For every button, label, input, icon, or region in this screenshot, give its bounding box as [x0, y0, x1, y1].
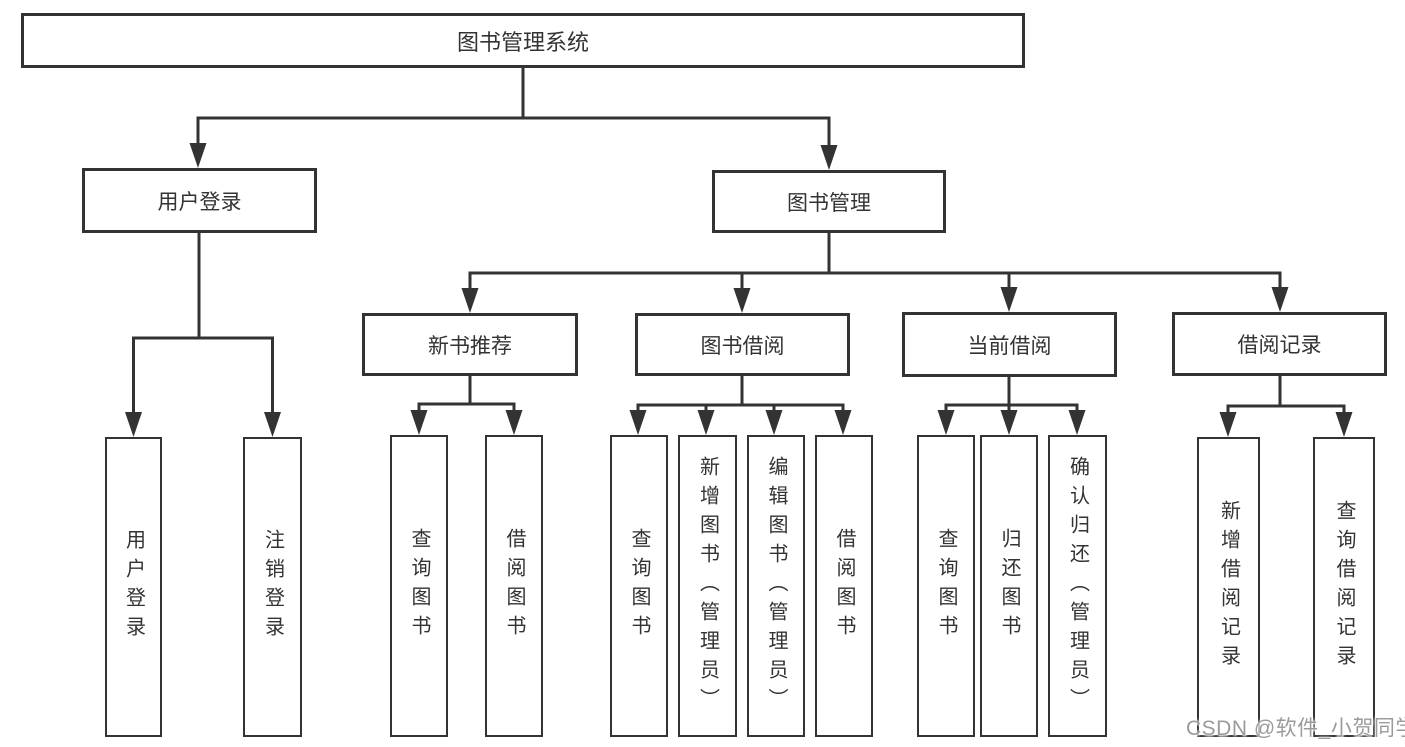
node-user-login: 用户登录: [82, 168, 317, 233]
node-label: 借阅记录: [1237, 334, 1322, 357]
node-label: 图书管理: [787, 191, 871, 215]
leaf-add-borrow-record: 新增借阅记录: [1197, 437, 1260, 737]
leaf-confirm-return-admin: 确认归还（管理员）: [1048, 435, 1107, 737]
node-label: 编辑图书（管理员）: [765, 455, 787, 717]
node-library-management-system: 图书管理系统: [21, 13, 1025, 68]
node-new-book-recommendation: 新书推荐: [362, 313, 578, 376]
node-label: 借阅图书: [503, 528, 525, 644]
node-borrowing-records: 借阅记录: [1172, 312, 1387, 376]
node-label: 新书推荐: [428, 334, 512, 358]
node-label: 注销登录: [261, 529, 284, 645]
node-label: 借阅图书: [833, 528, 855, 644]
node-book-borrowing: 图书借阅: [635, 313, 850, 376]
node-label: 新增借阅记录: [1217, 500, 1240, 674]
leaf-edit-books-admin: 编辑图书（管理员）: [747, 435, 805, 737]
watermark: CSDN @软件_小贺同学: [1186, 717, 1405, 740]
leaf-query-books-recommend: 查询图书: [390, 435, 448, 737]
node-label: 查询图书: [408, 528, 430, 644]
node-label: 归还图书: [998, 528, 1020, 644]
leaf-query-books-current: 查询图书: [917, 435, 975, 737]
leaf-query-borrow-record: 查询借阅记录: [1313, 437, 1375, 737]
leaf-query-books-borrowing: 查询图书: [610, 435, 668, 737]
node-label: 图书管理系统: [456, 29, 589, 55]
node-label: 查询借阅记录: [1333, 500, 1355, 674]
node-label: 查询图书: [935, 528, 957, 644]
leaf-borrow-books: 借阅图书: [815, 435, 873, 737]
node-label: 新增图书（管理员）: [696, 455, 719, 717]
leaf-borrow-books-recommend: 借阅图书: [485, 435, 543, 737]
leaf-add-books-admin: 新增图书（管理员）: [678, 435, 737, 737]
node-book-management: 图书管理: [712, 170, 946, 233]
node-label: 当前借阅: [967, 334, 1052, 358]
node-label: 用户登录: [122, 529, 145, 645]
leaf-logout: 注销登录: [243, 437, 302, 737]
node-label: 查询图书: [628, 528, 650, 644]
node-label: 确认归还（管理员）: [1066, 455, 1089, 717]
node-current-borrowing: 当前借阅: [902, 312, 1117, 377]
leaf-return-books: 归还图书: [980, 435, 1038, 737]
node-label: 图书借阅: [700, 334, 785, 358]
node-label: 用户登录: [157, 190, 242, 214]
leaf-user-login: 用户登录: [105, 437, 162, 737]
